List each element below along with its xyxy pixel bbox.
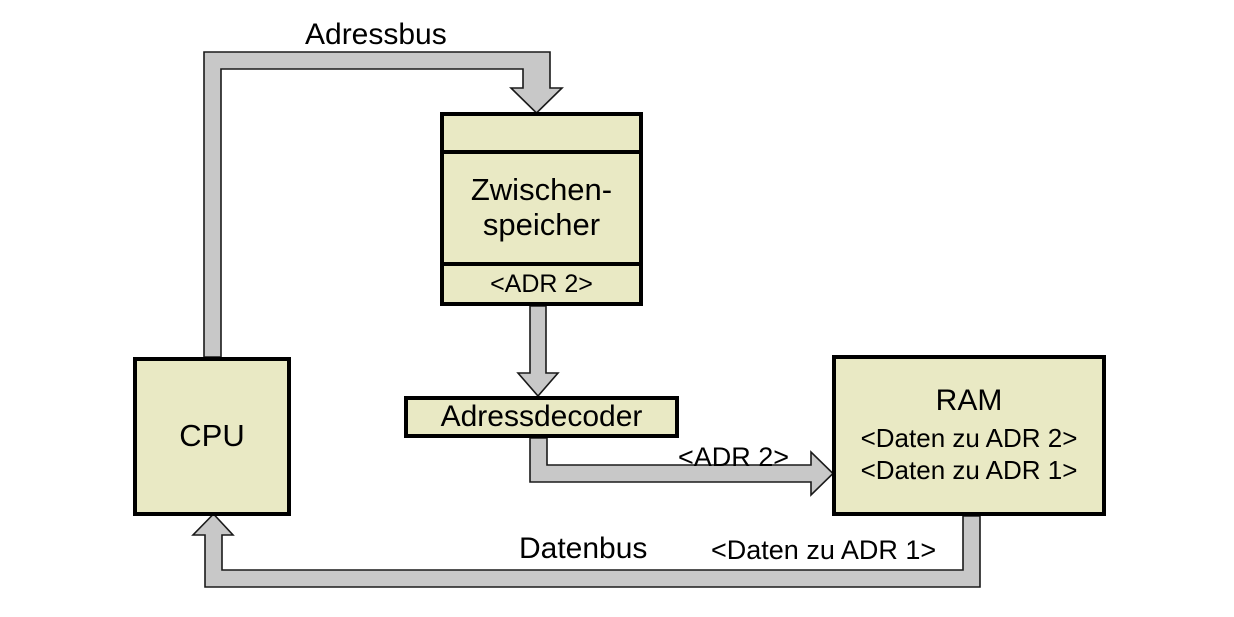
label-decoder-to-ram-adr2: <ADR 2> [678, 442, 790, 472]
node-ram-title: RAM [935, 384, 1003, 418]
node-adressdecoder[interactable]: Adressdecoder [404, 396, 679, 438]
address-bus-connector [203, 51, 564, 358]
label-datenbus: Datenbus [519, 532, 648, 565]
data-bus-connector [191, 512, 981, 588]
node-cpu[interactable]: CPU [133, 357, 291, 516]
node-zwischenspeicher-label: Zwischen- speicher [444, 150, 639, 262]
node-zwischenspeicher-top-cell [444, 116, 639, 150]
node-zwischenspeicher-label-line2: speicher [482, 207, 601, 242]
buffer-to-decoder-connector [516, 305, 560, 398]
node-adressdecoder-label: Adressdecoder [440, 400, 643, 434]
node-ram[interactable]: RAM <Daten zu ADR 2> <Daten zu ADR 1> [832, 355, 1106, 516]
node-zwischenspeicher-address-cell: <ADR 2> [444, 262, 639, 302]
label-datenbus-payload: <Daten zu ADR 1> [711, 535, 937, 565]
node-ram-line-2: <Daten zu ADR 1> [860, 455, 1078, 486]
node-ram-line-1: <Daten zu ADR 2> [860, 422, 1078, 453]
node-cpu-label: CPU [179, 418, 245, 454]
node-zwischenspeicher-label-line1: Zwischen- [470, 172, 613, 208]
decoder-to-ram-connector [529, 437, 835, 497]
node-zwischenspeicher[interactable]: Zwischen- speicher <ADR 2> [440, 112, 643, 306]
label-adressbus: Adressbus [305, 18, 447, 51]
